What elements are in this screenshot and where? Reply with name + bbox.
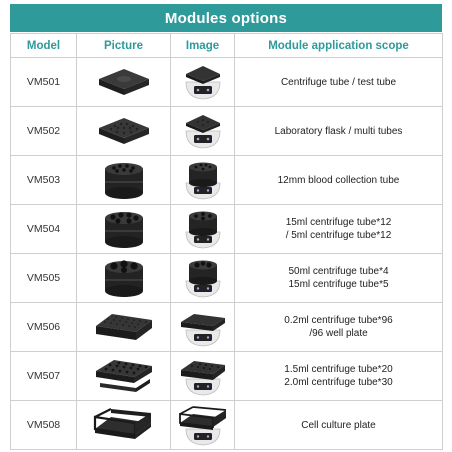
column-header-image: Image: [170, 33, 235, 58]
image-cell: [170, 155, 235, 205]
image-cell: [170, 400, 235, 450]
table-row: VM503: [10, 155, 443, 205]
scope-line: 0.2ml centrifuge tube*96: [284, 315, 393, 326]
picture-cell: [76, 204, 171, 254]
pcr-plate-block-icon: [95, 314, 152, 340]
picture-cell: [76, 57, 171, 107]
column-header-scope: Module application scope: [234, 33, 443, 58]
table-row: VM508: [10, 400, 443, 450]
page-title-text: Modules options: [164, 9, 288, 27]
vortex-mixer-microtube-block-icon: [180, 361, 225, 396]
vortex-mixer-round-rack-icon: [185, 162, 220, 200]
scope-line: 15ml centrifuge tube*5: [288, 279, 389, 290]
dotted-pad-module-icon: [98, 118, 149, 144]
scope-line: 2.0ml centrifuge tube*30: [284, 377, 393, 388]
model-cell: VM508: [10, 400, 77, 450]
scope-line: / 5ml centrifuge tube*12: [285, 230, 392, 241]
vortex-mixer-round-rack-icon: [185, 260, 220, 298]
scope-cell: Cell culture plate: [234, 400, 443, 450]
scope-line: Laboratory flask / multi tubes: [274, 125, 403, 137]
scope-cell: Laboratory flask / multi tubes: [234, 106, 443, 156]
round-rack-large-holes-icon: [104, 260, 143, 297]
scope-line: Cell culture plate: [301, 419, 376, 431]
model-cell: VM506: [10, 302, 77, 352]
scope-cell: 50ml centrifuge tube*4 15ml centrifuge t…: [234, 253, 443, 303]
image-cell: [170, 204, 235, 254]
model-cell: VM507: [10, 351, 77, 401]
model-cell: VM501: [10, 57, 77, 107]
table-row: VM506: [10, 302, 443, 352]
picture-cell: [76, 351, 171, 401]
image-cell: [170, 57, 235, 107]
scope-cell: 1.5ml centrifuge tube*20 2.0ml centrifug…: [234, 351, 443, 401]
scope-line: 15ml centrifuge tube*12: [285, 217, 392, 228]
scope-line: 50ml centrifuge tube*4: [288, 266, 389, 277]
scope-line: Centrifuge tube / test tube: [280, 76, 397, 88]
picture-cell: [76, 155, 171, 205]
image-cell: [170, 302, 235, 352]
scope-line: /96 well plate: [309, 328, 368, 339]
picture-cell: [76, 253, 171, 303]
image-cell: [170, 106, 235, 156]
model-cell: VM504: [10, 204, 77, 254]
image-cell: [170, 253, 235, 303]
column-header-picture: Picture: [76, 33, 171, 58]
model-cell: VM505: [10, 253, 77, 303]
scope-cell: 12mm blood collection tube: [234, 155, 443, 205]
table-header-row: Model Picture Image Module application s…: [10, 33, 443, 58]
table-row: VM502: [10, 106, 443, 156]
vortex-mixer-round-rack-icon: [185, 211, 220, 249]
round-rack-small-holes-icon: [104, 163, 143, 199]
page-title: Modules options: [10, 4, 442, 32]
table-row: VM505: [10, 253, 443, 303]
model-cell: VM503: [10, 155, 77, 205]
picture-cell: [76, 400, 171, 450]
scope-cell: Centrifuge tube / test tube: [234, 57, 443, 107]
image-cell: [170, 351, 235, 401]
scope-cell: 15ml centrifuge tube*12 / 5ml centrifuge…: [234, 204, 443, 254]
round-rack-mixed-holes-icon: [104, 212, 143, 248]
picture-cell: [76, 106, 171, 156]
table-row: VM504: [10, 204, 443, 254]
vortex-mixer-flat-pad-icon: [185, 66, 220, 100]
vortex-mixer-plate-holder-icon: [178, 406, 226, 446]
table-row: VM507: [10, 351, 443, 401]
column-header-model: Model: [10, 33, 77, 58]
picture-cell: [76, 302, 171, 352]
table-row: VM501 Centr: [10, 57, 443, 107]
scope-cell: 0.2ml centrifuge tube*96 /96 well plate: [234, 302, 443, 352]
modules-table: Model Picture Image Module application s…: [10, 33, 443, 450]
flat-pad-module-icon: [98, 69, 149, 95]
model-cell: VM502: [10, 106, 77, 156]
scope-line: 12mm blood collection tube: [277, 174, 400, 186]
vortex-mixer-dotted-pad-icon: [185, 115, 220, 149]
vortex-mixer-plate-block-icon: [180, 314, 225, 347]
plate-holder-frame-icon: [93, 408, 151, 439]
scope-line: 1.5ml centrifuge tube*20: [284, 364, 393, 375]
microtube-block-icon: [95, 360, 152, 392]
